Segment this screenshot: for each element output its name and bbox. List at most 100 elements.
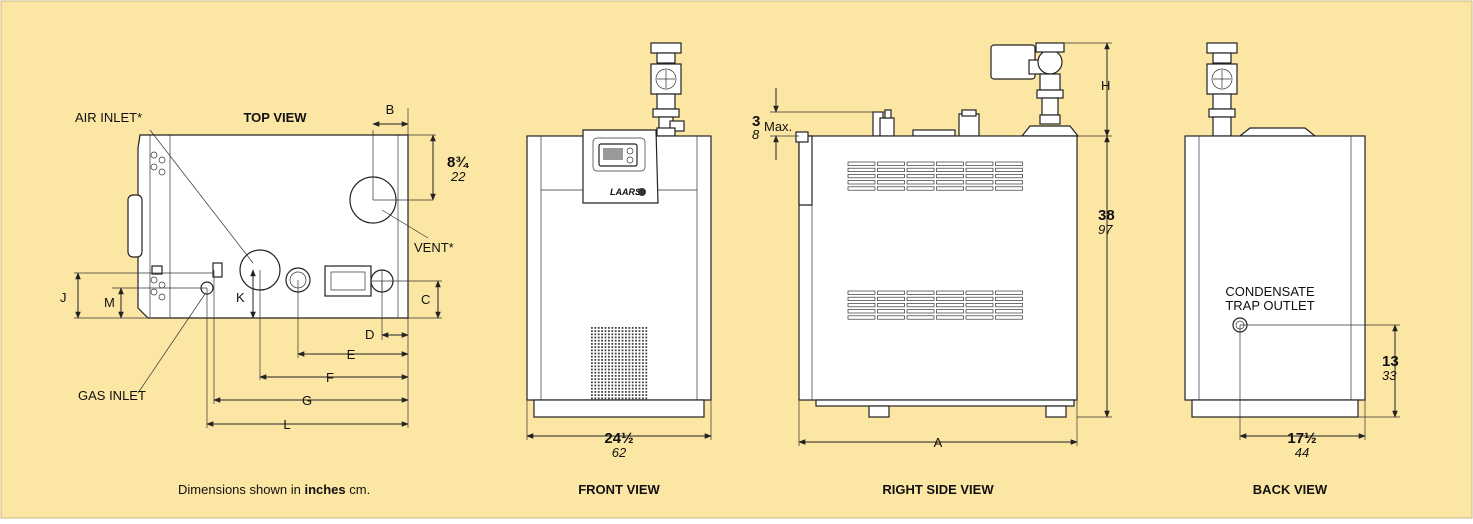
grille-hole [635, 387, 637, 390]
grille-hole [621, 397, 624, 400]
louver-slot [877, 315, 905, 320]
louver-slot [965, 186, 994, 191]
grille-hole [621, 362, 624, 364]
footnote-prefix: Dimensions shown in [178, 482, 304, 497]
grille-hole [642, 339, 644, 342]
louver-slot [936, 186, 964, 191]
grille-hole [614, 355, 617, 358]
grille-hole [597, 387, 600, 390]
grille-hole [594, 359, 597, 361]
grille-hole [645, 362, 648, 364]
control-screen [603, 148, 623, 160]
grille-hole [604, 346, 607, 348]
grille-hole [604, 368, 607, 371]
grille-hole [645, 381, 648, 384]
grille-hole [611, 352, 614, 355]
dim-b-label: B [386, 102, 395, 117]
front-view: LAARS 24½ 62 FRONT VIEW [526, 42, 712, 497]
louver-slot [995, 309, 1023, 314]
grille-hole [594, 368, 597, 371]
grille-hole [594, 346, 597, 348]
grille-hole [631, 346, 634, 348]
louver-slot [877, 296, 905, 301]
grille-hole [611, 339, 614, 342]
grille-hole [601, 375, 603, 377]
grille-hole [608, 336, 610, 339]
grille-hole [628, 336, 631, 339]
grille-hole [608, 352, 610, 355]
grille-hole [635, 343, 637, 345]
grille-hole [645, 359, 648, 361]
grille-hole [591, 387, 593, 390]
grille-hole [638, 349, 641, 352]
grille-hole [618, 327, 620, 329]
grille-hole [611, 365, 614, 368]
grille-hole [628, 397, 631, 400]
grille-hole [601, 365, 603, 368]
side-view-foot [868, 405, 890, 418]
grille-hole [625, 368, 627, 371]
grille-hole [608, 394, 610, 396]
grille-hole [591, 330, 593, 332]
grille-hole [638, 378, 641, 380]
grille-hole [625, 362, 627, 364]
grille-hole [614, 349, 617, 352]
louver-slot [906, 296, 935, 301]
louver-slot [847, 309, 876, 314]
louver-slot [847, 290, 876, 295]
grille-hole [601, 330, 603, 332]
pump-motor [324, 265, 372, 297]
grille-hole [597, 394, 600, 396]
dim-h-label: H [1101, 78, 1110, 93]
grille-hole [601, 339, 603, 342]
grille-hole [631, 387, 634, 390]
louver-slot [877, 309, 905, 314]
grille-hole [597, 378, 600, 380]
grille-hole [642, 362, 644, 364]
grille-hole [601, 381, 603, 384]
grille-hole [642, 365, 644, 368]
grille-hole [628, 333, 631, 336]
grille-hole [642, 384, 644, 387]
grille-hole [611, 355, 614, 358]
grille-hole [631, 333, 634, 336]
grille-hole [625, 359, 627, 361]
grille-hole [621, 330, 624, 332]
grille-hole [621, 352, 624, 355]
grille-hole [614, 333, 617, 336]
grille-hole [631, 339, 634, 342]
grille-hole [621, 339, 624, 342]
grille-hole [611, 371, 614, 374]
grille-hole [628, 391, 631, 393]
dim-height-cm: 97 [1098, 222, 1113, 237]
grille-hole [611, 349, 614, 352]
grille-hole [628, 327, 631, 329]
footnote-inches: inches [304, 482, 345, 497]
grille-hole [618, 391, 620, 393]
grille-hole [638, 394, 641, 396]
grille-hole [614, 371, 617, 374]
grille-hole [635, 336, 637, 339]
grille-hole [631, 336, 634, 339]
grille-hole [621, 359, 624, 361]
grille-hole [591, 394, 593, 396]
grille-hole [642, 327, 644, 329]
grille-hole [638, 336, 641, 339]
grille-hole [618, 394, 620, 396]
grille-hole [591, 343, 593, 345]
grille-hole [631, 378, 634, 380]
gas-inlet-leader [137, 293, 206, 394]
grille-hole [621, 387, 624, 390]
grille-hole [604, 387, 607, 390]
brand-logo-mark [638, 188, 646, 196]
dim-condensate-height-cm: 33 [1382, 368, 1397, 383]
louver-slot [965, 161, 994, 166]
grille-hole [601, 387, 603, 390]
louver-slot [965, 290, 994, 295]
grille-hole [642, 352, 644, 355]
control-button [626, 147, 634, 155]
dim-front-width-inches: 24½ [604, 430, 633, 447]
back-view-piping [1206, 42, 1317, 137]
grille-hole [645, 349, 648, 352]
grille-hole [611, 384, 614, 387]
